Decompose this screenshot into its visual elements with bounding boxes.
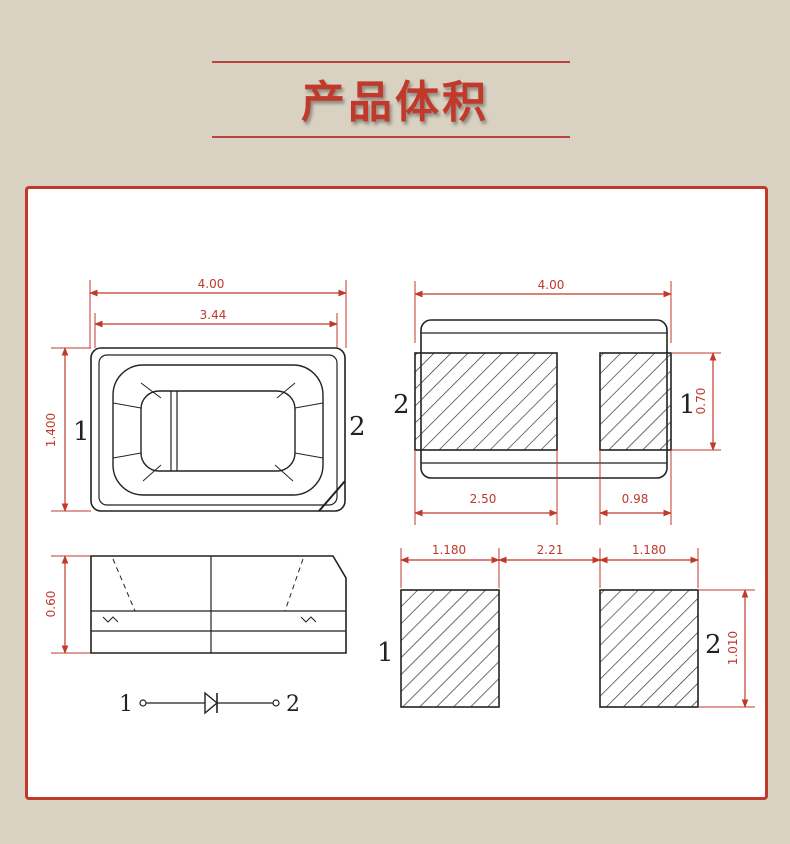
side-view: 0.60 <box>44 555 347 654</box>
dim-top-width-inner: 3.44 <box>200 308 227 322</box>
dim-side-height: 0.60 <box>44 591 58 618</box>
footprint-pin-right: 2 <box>705 630 722 660</box>
dim-footprint-gap: 2.21 <box>537 543 564 557</box>
bottom-view: 4.00 2 1 0.70 2.50 0.98 <box>393 278 721 525</box>
diode-symbol: 1 2 <box>119 691 300 717</box>
drawing-panel: 4.00 3.44 1.400 1 2 4.00 <box>25 186 768 800</box>
dim-footprint-pad-right: 1.180 <box>632 543 666 557</box>
dim-bottom-width: 4.00 <box>538 278 565 292</box>
pin-label-bottom-left: 2 <box>393 390 410 420</box>
page-title: 产品体积 <box>301 77 489 128</box>
title-top-rule <box>212 61 570 63</box>
pin-label-top-right: 2 <box>349 412 366 442</box>
top-view: 4.00 3.44 1.400 1 2 <box>44 277 366 512</box>
footprint-pin-left: 1 <box>377 638 394 668</box>
dim-footprint-pad-height: 1.010 <box>726 631 740 665</box>
dim-top-width-outer: 4.00 <box>198 277 225 291</box>
footprint-view: 1.180 2.21 1.180 1 2 1.010 <box>377 543 755 708</box>
dim-pad-height: 0.70 <box>694 388 708 415</box>
dim-pad-right-width: 0.98 <box>622 492 649 506</box>
pin-label-bottom-right: 1 <box>679 390 696 420</box>
dim-footprint-pad-left: 1.180 <box>432 543 466 557</box>
diode-pin-right: 2 <box>286 692 300 717</box>
dim-top-height: 1.400 <box>44 413 58 447</box>
dimension-drawing: 4.00 3.44 1.400 1 2 4.00 <box>44 277 755 717</box>
pin-label-top-left: 1 <box>73 417 90 447</box>
title-bottom-rule <box>212 136 570 138</box>
dim-pad-left-width: 2.50 <box>470 492 497 506</box>
diode-pin-left: 1 <box>119 692 133 717</box>
